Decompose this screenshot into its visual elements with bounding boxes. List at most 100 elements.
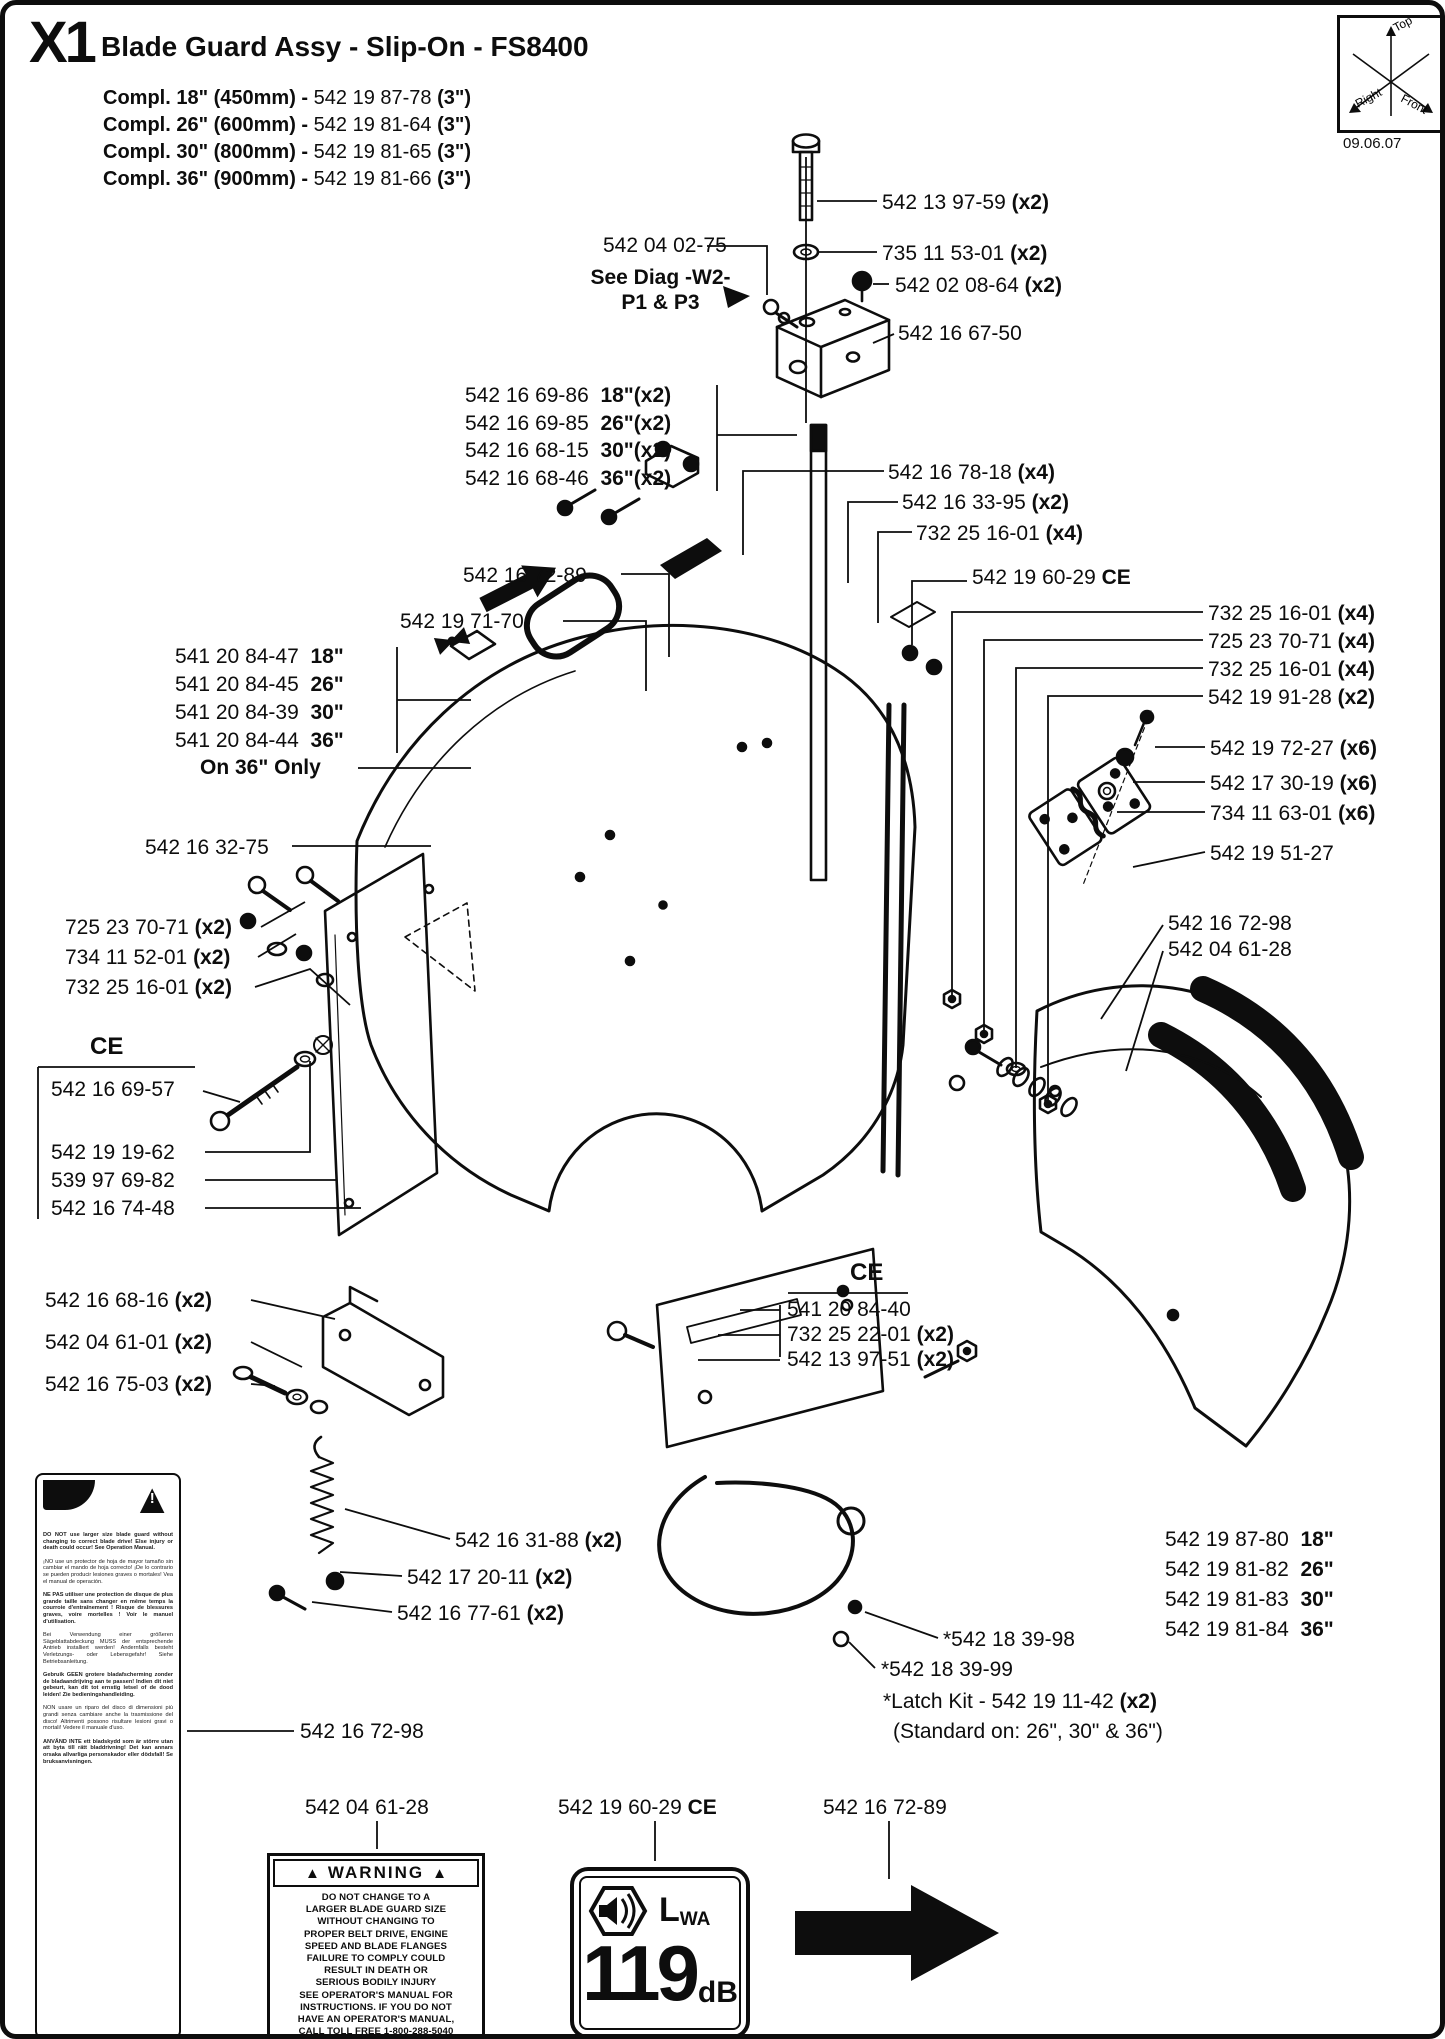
guide-rod-drawing <box>809 423 828 882</box>
ce-bolt-drawing <box>209 1035 333 1132</box>
list-row: 541 20 84-47 18" <box>175 643 344 671</box>
part-number: 542 16 67-50 <box>898 322 1022 345</box>
part-number: 542 16 31-88 <box>455 1529 579 1552</box>
callout-ce-mid-3: 542 13 97-51 (x2) <box>787 1347 954 1372</box>
quantity: (x2) <box>174 1331 212 1354</box>
list-row: 542 19 81-84 36" <box>1165 1615 1334 1645</box>
orientation-compass: Top Right Front <box>1337 13 1440 133</box>
quantity: (x6) <box>1339 772 1377 795</box>
callout-noise-decal: 542 19 60-29 CE <box>558 1795 717 1820</box>
ce-left-title: CE <box>90 1033 124 1060</box>
callout-clamp: 542 16 33-95 (x2) <box>902 490 1069 515</box>
quantity: (x2) <box>584 1529 622 1552</box>
callout-bottom-left-1: 542 16 68-16 (x2) <box>45 1288 212 1313</box>
list-row: 541 20 84-45 26" <box>175 671 344 699</box>
part-number: 732 25 22-01 <box>787 1323 911 1346</box>
direction-arrow-large <box>795 1885 999 1981</box>
size-label: 26" <box>1300 1558 1334 1581</box>
callout-rear-guard-1: 542 16 72-98 <box>1168 911 1292 936</box>
warning-decal-header: ▲ WARNING ▲ <box>273 1859 479 1887</box>
part-number: 732 25 16-01 <box>916 522 1040 545</box>
callout-latch-a: *542 18 39-98 <box>943 1627 1075 1652</box>
callout-hinge-washer: 734 11 63-01 (x6) <box>1210 801 1375 826</box>
warning-title: WARNING <box>327 1863 425 1882</box>
noise-value: 119 <box>582 1929 700 2017</box>
size-label: 26" <box>310 673 344 696</box>
part-number: 542 16 74-48 <box>51 1197 175 1220</box>
part-number: 542 19 81-66 <box>313 168 432 190</box>
quantity: (x2) <box>193 946 231 969</box>
note-text: *Latch Kit - 542 19 11-42 <box>883 1690 1114 1713</box>
ce-mark: CE <box>687 1796 717 1819</box>
page-title: Blade Guard Assy - Slip-On - FS8400 <box>101 31 589 62</box>
part-number: 541 20 84-47 <box>175 645 299 668</box>
quantity: (x2) <box>1010 242 1048 265</box>
callout-left-bolt-3: 732 25 16-01 (x2) <box>65 975 232 1000</box>
part-number: 542 16 69-85 <box>465 411 589 435</box>
list-row: 542 19 81-82 26" <box>1165 1555 1334 1585</box>
part-number: *542 18 39-99 <box>881 1658 1013 1681</box>
part-number: 732 25 16-01 <box>1208 602 1332 625</box>
lower-bracket-drawing <box>232 1285 445 1417</box>
size-suffix: (3") <box>437 114 472 136</box>
list-row: 541 20 84-39 30" <box>175 699 344 727</box>
decal-graphic <box>43 1480 95 1510</box>
exclamation-mark: ! <box>149 1490 155 1507</box>
ce-mid-title: CE <box>850 1259 884 1286</box>
top-bolt-drawing <box>791 133 873 303</box>
part-number: 542 16 68-15 <box>465 439 589 462</box>
compl-row: Compl. 36" (900mm) - 542 19 81-66 (3") <box>103 166 471 193</box>
part-number: 541 20 84-39 <box>175 701 299 724</box>
callout-hinge-nut: 542 17 30-19 (x6) <box>1210 771 1377 796</box>
quantity: (x6) <box>1339 737 1377 760</box>
exploded-view-drawing <box>37 133 1364 1981</box>
callout-latch-b: *542 18 39-99 <box>881 1657 1013 1682</box>
callout-washer: 735 11 53-01 (x2) <box>882 241 1047 266</box>
quantity: (x2) <box>174 1373 212 1396</box>
note-line: P1 & P3 <box>621 291 700 315</box>
part-number: 542 16 33-95 <box>902 491 1026 514</box>
warning-triangle-icon: ▲ ! <box>131 1478 173 1520</box>
callout-hinge-bolt: 542 19 72-27 (x6) <box>1210 736 1377 761</box>
callout-warning-decal: 542 04 61-28 <box>305 1795 429 1820</box>
grease-fitting-drawing <box>723 286 799 329</box>
callout-right-col-1: 732 25 16-01 (x4) <box>1208 601 1375 626</box>
part-number: 542 19 60-29 <box>972 566 1096 589</box>
quantity: (x6) <box>1338 802 1376 825</box>
rear-guard-size-list: 542 19 87-80 18" 542 19 81-82 26" 542 19… <box>1165 1525 1334 1645</box>
part-number: 542 19 87-80 <box>1165 1528 1289 1551</box>
part-number: 542 19 71-70 <box>400 610 524 633</box>
callout-ce-mid-2: 732 25 22-01 (x2) <box>787 1322 954 1347</box>
compl-row: Compl. 26" (600mm) - 542 19 81-64 (3") <box>103 112 471 139</box>
callout-ce-band: 542 19 60-29 CE <box>972 565 1131 590</box>
size-suffix: (3") <box>437 141 472 163</box>
latch-kit-note-1: *Latch Kit - 542 19 11-42 (x2) <box>883 1689 1157 1714</box>
quantity: (x2) <box>1337 686 1375 709</box>
lwa-main: L <box>659 1891 680 1929</box>
list-row: 542 16 69-86 18"(x2) <box>465 382 671 410</box>
list-row: 542 16 69-85 26"(x2) <box>465 410 671 438</box>
callout-cover-top: 542 16 72-89 <box>463 563 587 588</box>
lwa-symbol: LWA <box>659 1893 710 1929</box>
clamp-bracket-drawing <box>556 440 700 526</box>
complete-assembly-list: Compl. 18" (450mm) - 542 19 87-78 (3") C… <box>103 85 471 193</box>
triangle-glyph: ▲ <box>131 1475 173 1522</box>
part-number: 542 04 61-28 <box>305 1796 429 1819</box>
callout-left-bolt-2: 734 11 52-01 (x2) <box>65 945 230 970</box>
part-number: 542 16 72-98 <box>1168 912 1292 935</box>
part-number: 542 19 81-65 <box>313 141 432 163</box>
main-blade-guard-drawing <box>354 601 943 1213</box>
part-number: 542 17 30-19 <box>1210 772 1334 795</box>
part-number: 732 25 16-01 <box>1208 658 1332 681</box>
compass-front-label: Front <box>1399 91 1431 117</box>
noise-level-label: LWA 119 dB <box>570 1867 750 2034</box>
part-number: 542 19 60-29 <box>558 1796 682 1819</box>
quantity: (x4) <box>1337 658 1375 681</box>
warning-triangle-icon: ▲ <box>305 1864 320 1882</box>
list-row: 542 16 68-46 36"(x2) <box>465 465 671 493</box>
front-plate-drawing <box>323 852 439 1237</box>
compass-right-label: Right <box>1353 85 1385 111</box>
size-label: 18" <box>1300 1528 1334 1551</box>
